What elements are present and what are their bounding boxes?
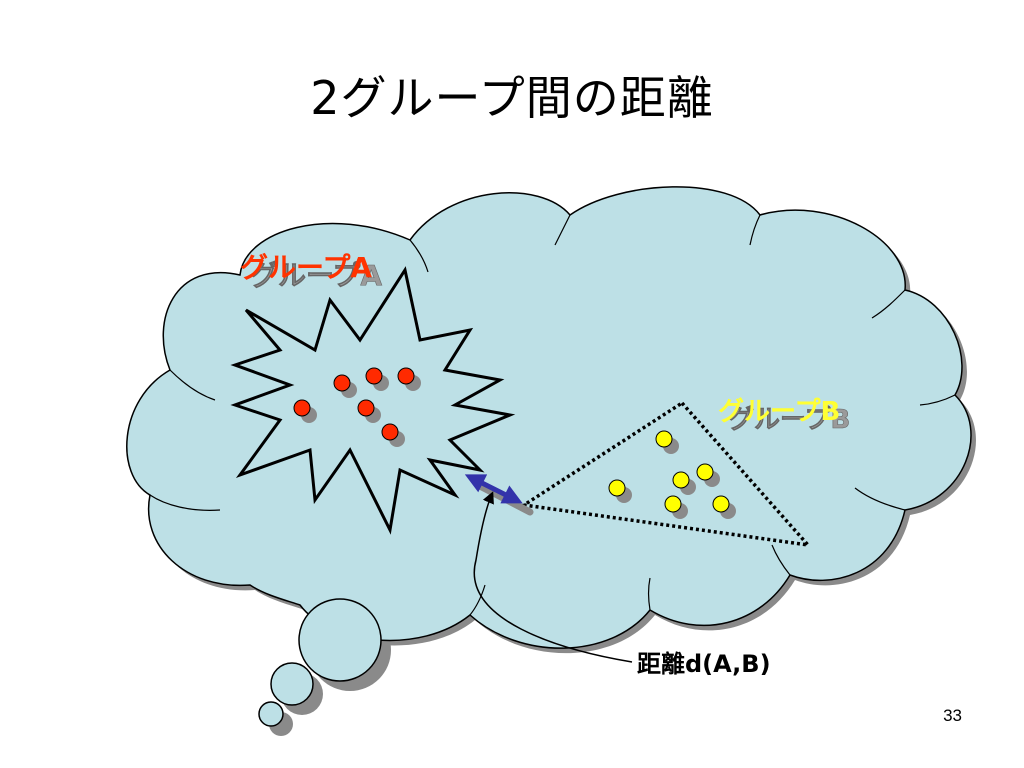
- group-b-point: [608, 479, 626, 497]
- group-b-point: [712, 495, 730, 513]
- group-a-label-shadow: グループA: [250, 259, 382, 292]
- group-b-point: [664, 495, 682, 513]
- page-number: 33: [943, 706, 962, 725]
- group-a-points: [293, 367, 415, 441]
- thought-bubble-small: [258, 701, 284, 727]
- group-b-point: [696, 463, 714, 481]
- slide-title: 2グループ間の距離: [310, 71, 714, 125]
- group-a-point: [397, 367, 415, 385]
- group-b-label-shadow: グループB: [728, 405, 850, 435]
- group-b-point: [655, 430, 673, 448]
- distance-label: 距離d(A,B): [637, 650, 771, 678]
- group-a-point: [333, 374, 351, 392]
- distance-pointer-curve: [473, 491, 633, 663]
- group-b-point: [672, 471, 690, 489]
- group-a-label: グループA: [240, 251, 372, 284]
- cloud-crease-lines: [149, 214, 956, 616]
- group-b-points: [608, 430, 730, 513]
- group-a-starburst: [230, 266, 516, 535]
- thought-cloud: [126, 186, 972, 727]
- group-a-point: [357, 399, 375, 417]
- group-a-point: [365, 367, 383, 385]
- group-a-point: [381, 423, 399, 441]
- group-b-label: グループB: [718, 397, 840, 427]
- thought-bubble-medium: [270, 662, 314, 706]
- group-b-triangle: [519, 400, 813, 548]
- thought-bubble-large: [298, 598, 382, 682]
- distance-arrow: [464, 474, 523, 504]
- group-a-point: [293, 399, 311, 417]
